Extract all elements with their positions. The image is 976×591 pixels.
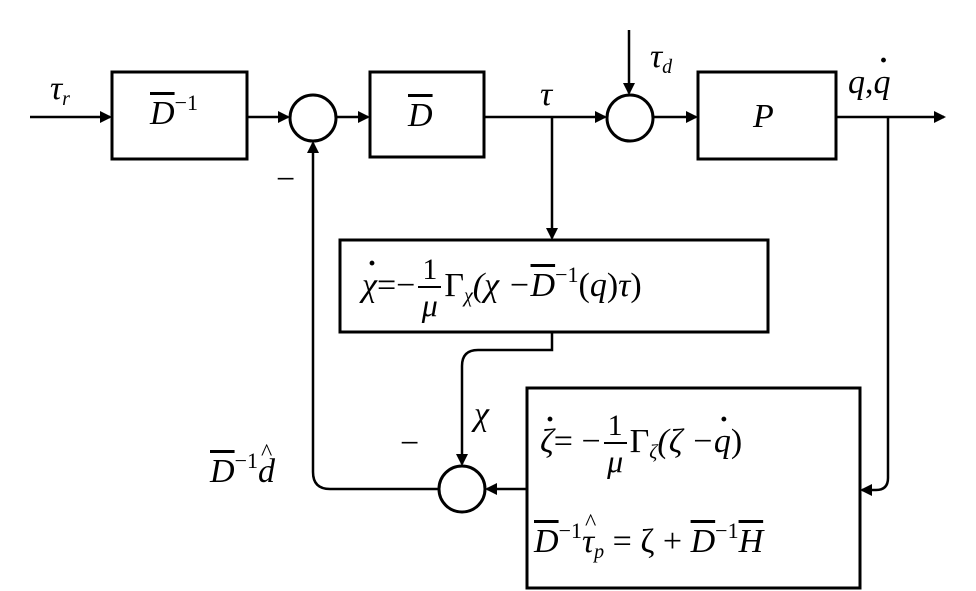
label-tau-d: τd — [650, 38, 673, 78]
label-minus-bottom: − — [400, 425, 420, 462]
label-tau: τ — [540, 76, 553, 113]
label-plant: P — [753, 98, 774, 135]
label-inverse-nominal: D−1 — [150, 90, 198, 132]
label-tau-r: τr — [50, 70, 70, 110]
chi-filter-block — [338, 238, 770, 334]
label-minus-top: − — [276, 161, 296, 198]
chi-path — [456, 332, 554, 466]
summing-junction-2 — [605, 93, 655, 143]
summing-junction-3 — [437, 464, 487, 514]
disturbance-estimate-path — [307, 141, 439, 491]
q-feedback-path — [860, 117, 890, 496]
torque-estimate-equation: D−1τp = ζ + D−1H — [534, 511, 763, 562]
label-nominal: D — [408, 97, 433, 134]
nominal-block — [368, 70, 486, 159]
inverse-nominal-block — [110, 70, 249, 161]
summing-junction-1 — [288, 93, 338, 143]
plant-block — [696, 70, 838, 161]
label-output: q,q — [848, 46, 891, 100]
label-disturbance-estimate: D−1d — [210, 441, 275, 489]
label-chi: χ — [474, 396, 489, 433]
